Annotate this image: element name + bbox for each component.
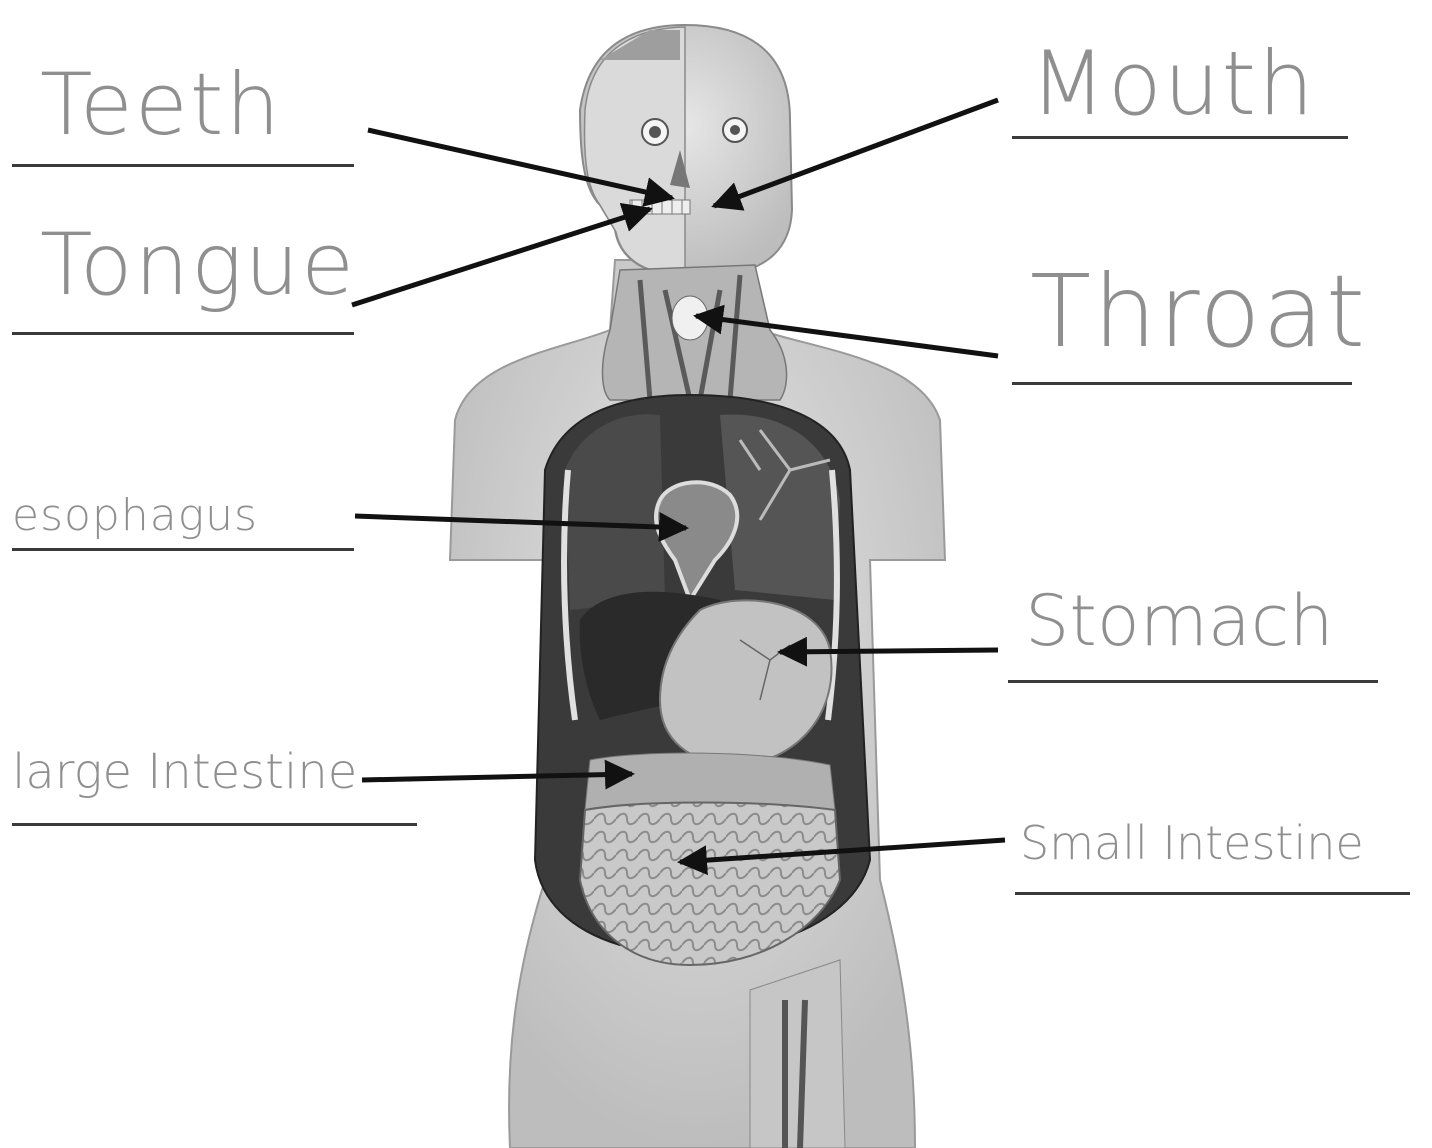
- label-throat: Throat: [1030, 262, 1367, 362]
- label-stomach: Stomach: [1025, 586, 1334, 656]
- chest-cavity: [535, 395, 870, 965]
- label-mouth-underline: [1012, 136, 1348, 139]
- label-esophagus-underline: [12, 548, 354, 551]
- label-esophagus: esophagus: [12, 494, 258, 538]
- arrow-tongue: [352, 209, 650, 305]
- label-small-intestine: Small Intestine: [1020, 820, 1364, 866]
- label-large-intestine: large Intestine: [12, 748, 357, 796]
- label-mouth: Mouth: [1030, 40, 1316, 128]
- label-tongue: Tongue: [40, 222, 356, 308]
- label-large-intestine-underline: [12, 823, 417, 826]
- neck: [603, 265, 787, 400]
- label-small-intestine-underline: [1015, 892, 1410, 895]
- arrow-stomach: [780, 650, 998, 652]
- label-tongue-underline: [12, 332, 354, 335]
- head: [580, 25, 792, 278]
- label-stomach-underline: [1008, 680, 1378, 683]
- label-throat-underline: [1012, 382, 1352, 385]
- label-teeth: Teeth: [40, 62, 282, 148]
- pelvic-detail: [750, 960, 845, 1148]
- label-teeth-underline: [12, 164, 354, 167]
